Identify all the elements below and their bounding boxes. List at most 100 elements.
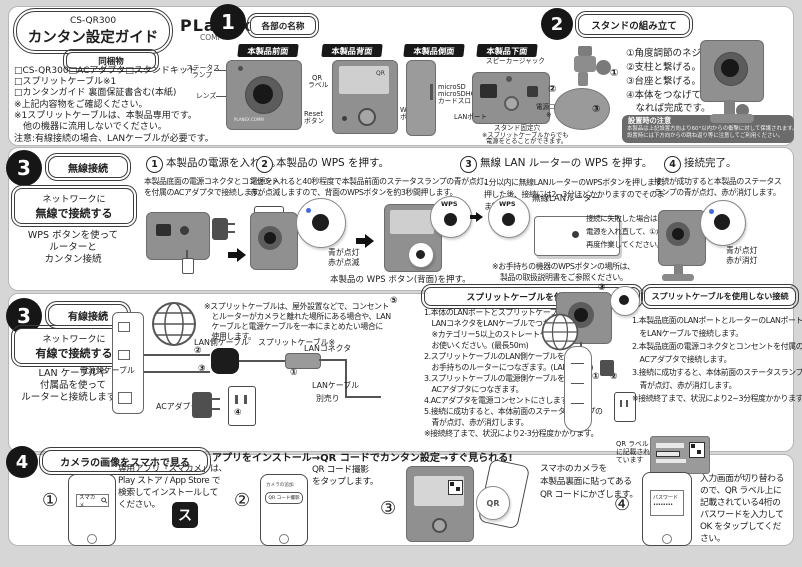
internet-globe-icon [541, 313, 579, 351]
wired-desc: LAN ケーブルや [38, 368, 108, 379]
adapter-prong [228, 223, 235, 225]
stand-mount-hole [504, 96, 519, 111]
qr-label-image [650, 436, 710, 474]
arrow-icon [228, 248, 248, 262]
adapter-prong [212, 408, 220, 410]
wireless-step4-body: 接続が成功すると本製品のステータス [654, 177, 782, 186]
app-step4-body: OK をタップしてくだ [700, 522, 781, 532]
wireless-desc: WPS ボタンを使って [27, 230, 119, 241]
microsdhc-label: microSDHC [438, 90, 476, 98]
wireless-step1-body: を付属のACアダプタで接続します。 [144, 188, 266, 197]
wireless-step4-number: 4 [664, 156, 681, 173]
lan-side-cable-label: LAN側ケーブル [194, 338, 249, 347]
caution-line: 本製品は上記設置方向より60°以内からの衝撃に対して保護されます。 [627, 126, 798, 132]
wireless-step3-body: 1分以内に無線LANルーターのWPSボタンを押します。 [484, 178, 669, 187]
app-step1-body: 検索してインストールして [118, 488, 219, 498]
password-entry-box[interactable]: パスワード •••••••• [650, 490, 684, 516]
step1-camera-port [156, 224, 171, 236]
mark-1: ① [290, 368, 298, 378]
smartphone-illustration [68, 474, 116, 546]
contents-line: □CS-QR300□ACアダプタ□スタンドキット [14, 66, 197, 76]
callout-line [214, 70, 228, 71]
side-port [118, 322, 130, 332]
wireless-step1-body: 本製品底面の電源コネクタとコンセント [144, 177, 279, 186]
wps-text: WPS [441, 200, 458, 208]
app-search-box[interactable]: スマカメ [76, 494, 109, 509]
mark-4: ④ [234, 408, 242, 418]
cable-line [144, 354, 210, 356]
wps-location-note: ※お手持ちの機器のWPSボタンの場所は、 [492, 262, 635, 271]
contents-line: 他の機器に流用しないでください。 [14, 122, 167, 132]
router-wps-button [572, 231, 579, 238]
card-slot [430, 84, 433, 100]
reset-label: Reset [304, 110, 323, 118]
phone-home-button[interactable] [87, 534, 97, 544]
qr-label-panel [339, 66, 389, 94]
step2-lens-inner [264, 232, 276, 244]
app-step4-body: 記載されている4桁の [700, 498, 781, 508]
qr-label: QR [312, 74, 323, 82]
wireless-step4-title: 接続完了。 [684, 157, 737, 169]
contents-line: ※1スプリットケーブルは、本製品専用です。 [14, 111, 197, 121]
adapter-prong [212, 398, 220, 400]
no-split-step: 青が点灯、赤が消灯します。 [632, 381, 737, 390]
assembled-stand-pole [724, 100, 735, 114]
split-step: 5.接続に成功すると、本体前面のステータスランプの [424, 407, 603, 416]
wireless-title: 無線接続 [45, 153, 131, 181]
step4-stand-base [662, 274, 694, 281]
split-step: 4.ACアダプタを電源コンセントにさします。 [424, 396, 575, 405]
contents-line: □カンタンガイド 裏面保証書含む(本紙) [14, 88, 177, 98]
speaker-jack [506, 76, 512, 82]
wired-desc: 付属品を使って [39, 380, 107, 391]
split-step: ※カテゴリー5以上のストレートケーブルを [424, 330, 577, 339]
stand-angle-knob [596, 60, 611, 75]
app-step2-body: をタップします。 [312, 477, 379, 487]
fail-note: 接続に失敗した場合は、 [586, 214, 665, 223]
app-step1-body: 専用アプリ「スマカメ」は、 [118, 464, 227, 474]
qr-code-icon [448, 480, 463, 495]
qr-capture-button[interactable]: QR コード撮影 [265, 492, 303, 504]
search-query: スマカメ [79, 494, 96, 509]
split-step: ※接続終了まで、状況により2-3分程度かかります。 [424, 429, 598, 438]
assembled-stand-base [710, 114, 754, 123]
qr-text: QR [486, 498, 500, 508]
app-step3-body: QR コードにかざします。 [540, 490, 638, 500]
side-port [118, 392, 132, 404]
mark-2: ② [194, 346, 202, 356]
wps-press-dot [416, 250, 425, 259]
fail-note: 再度作業してください。 [586, 240, 664, 249]
wall-outlet-icon [228, 386, 256, 426]
qr-text: QR [376, 70, 385, 77]
split-cable-label: スプリットケーブル※ [258, 338, 336, 347]
step4-lens-inner [672, 228, 684, 240]
lamp-caption: 赤が点滅 [328, 258, 360, 267]
arrow-icon [356, 234, 376, 248]
section1-title: 各部の名称 [247, 13, 319, 38]
bottom-note: 電源をとることができます。 [486, 138, 568, 145]
brand-sub: COMM. [200, 33, 227, 42]
password-field-label: パスワード [653, 495, 679, 501]
no-split-box-title: スプリットケーブルを使用しない接続 [641, 284, 799, 309]
stand-pole [578, 72, 588, 86]
ac-adapter-icon [600, 360, 614, 376]
step3-wps-button [432, 518, 447, 533]
power-cord [186, 250, 188, 258]
app-step4-number: ④ [614, 494, 631, 515]
phone-home-button[interactable] [662, 534, 672, 544]
wps-press-caption: 本製品の WPS ボタン(背面)を押す。 [330, 275, 471, 285]
phone-home-button[interactable] [279, 534, 289, 544]
wps-button [358, 108, 376, 126]
caution-title: 設置時の注意 [628, 116, 672, 125]
mode-box-line: 無線で接続する [35, 206, 113, 220]
lens-label: レンズ [196, 92, 217, 100]
split-step: 青が点灯、赤が消灯します。 [424, 418, 529, 427]
no-split-step: ACアダプタで接続します。 [632, 355, 732, 364]
side-port [118, 350, 130, 360]
router-label: 無線LANルーター [532, 194, 601, 204]
no-split-step: 3.接続に成功すると、本体前面のステータスランプの [632, 368, 802, 377]
power-plug-icon [182, 258, 194, 274]
wireless-desc: ルーターと [49, 242, 97, 253]
product-name: CS-QR300 [69, 15, 117, 26]
split-cable-note: とルーターがカメラと離れた場所にある場合や、LAN [204, 312, 391, 321]
assembled-lens [721, 59, 739, 77]
